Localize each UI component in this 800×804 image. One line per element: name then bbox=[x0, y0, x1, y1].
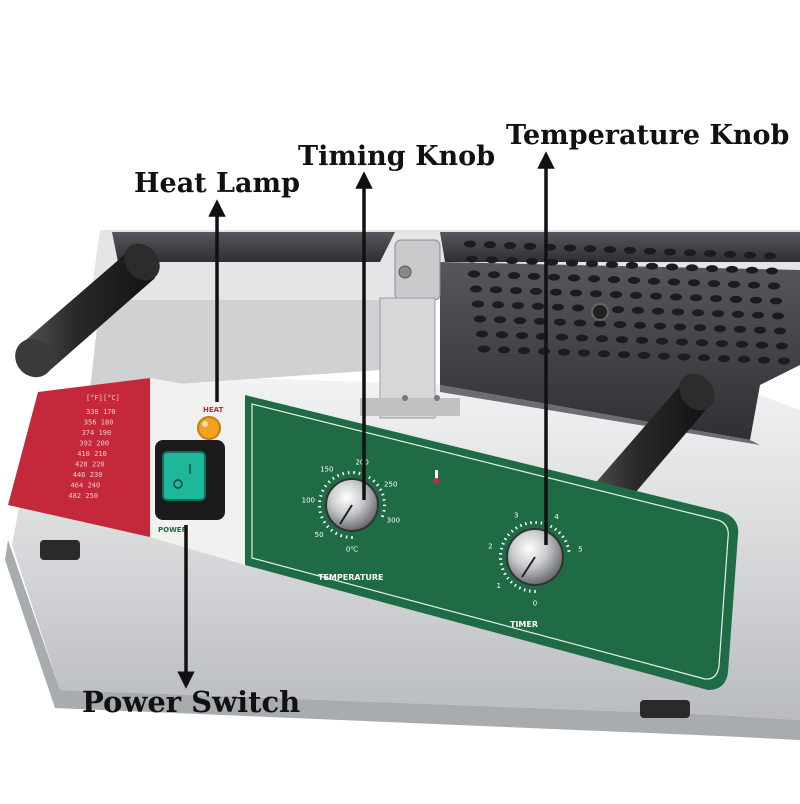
temperature-label: TEMPERATURE bbox=[318, 573, 384, 582]
heat-lamp-light bbox=[198, 417, 220, 439]
temperature-dial-value: 300 bbox=[387, 517, 400, 525]
power-label: POWER bbox=[158, 526, 188, 534]
timing-knob-callout: Timing Knob bbox=[298, 143, 495, 170]
scale-value-f: 410 bbox=[77, 450, 90, 458]
plate-bolt bbox=[592, 304, 608, 320]
scale-value-f: 392 bbox=[79, 440, 92, 448]
temperature-knob-callout: Temperature Knob bbox=[506, 122, 789, 149]
scale-value-c: 240 bbox=[88, 482, 101, 490]
timer-dial-value: 2 bbox=[488, 542, 492, 550]
scale-value-f: 374 bbox=[82, 429, 95, 437]
scale-value-f: 482 bbox=[68, 492, 81, 500]
timer-dial-value: 4 bbox=[554, 513, 559, 521]
scale-value-c: 190 bbox=[99, 429, 112, 437]
temperature-dial-value: 200 bbox=[355, 459, 368, 467]
heat-lamp-callout: Heat Lamp bbox=[134, 170, 300, 197]
scale-value-c: 200 bbox=[96, 440, 109, 448]
scale-value-f: 356 bbox=[84, 419, 97, 427]
timer-dial-value: 1 bbox=[497, 582, 501, 590]
scale-value-c: 170 bbox=[103, 408, 116, 416]
power-switch[interactable]: POWER bbox=[155, 440, 225, 534]
scale-value-c: 220 bbox=[92, 461, 105, 469]
power-switch-rocker[interactable] bbox=[163, 452, 205, 500]
temperature-dial-value: 50 bbox=[315, 531, 324, 539]
scale-value-c: 230 bbox=[90, 471, 103, 479]
heat-label: HEAT bbox=[203, 406, 224, 414]
foot bbox=[40, 540, 80, 560]
timer-dial-value: 5 bbox=[578, 546, 582, 554]
scale-value-f: 464 bbox=[71, 482, 84, 490]
scale-value-f: 428 bbox=[75, 461, 88, 469]
scale-value-c: 250 bbox=[85, 492, 98, 500]
foot bbox=[640, 700, 690, 718]
scale-header-c: [°C] bbox=[103, 394, 120, 402]
timer-dial-value: 3 bbox=[514, 511, 518, 519]
timer-label: TIMER bbox=[510, 620, 538, 629]
temperature-dial-value: 250 bbox=[384, 481, 397, 489]
power-switch-callout: Power Switch bbox=[82, 688, 300, 717]
scale-value-c: 210 bbox=[94, 450, 107, 458]
timer-dial-value: 0 bbox=[533, 600, 537, 608]
scale-header-f: [°F] bbox=[86, 394, 103, 402]
temperature-dial-value: 150 bbox=[320, 465, 333, 473]
temperature-dial-value: 100 bbox=[302, 496, 315, 504]
scale-value-f: 446 bbox=[73, 471, 86, 479]
scale-value-c: 180 bbox=[101, 419, 114, 427]
temperature-dial-value: 0℃ bbox=[346, 546, 358, 554]
scale-value-f: 338 bbox=[86, 408, 99, 416]
